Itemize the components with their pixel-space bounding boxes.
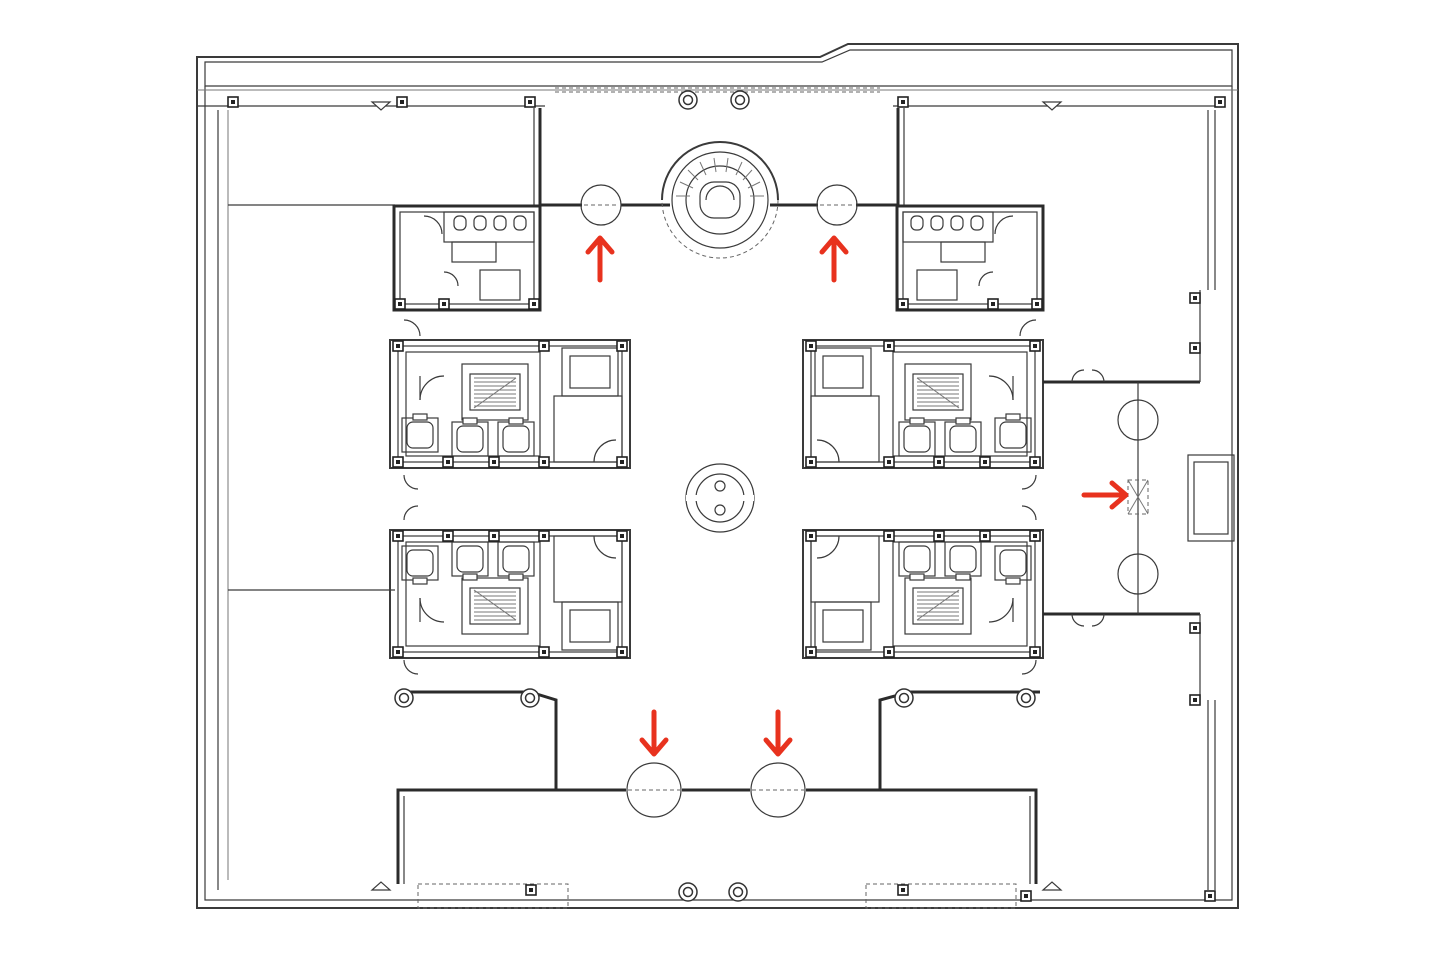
entrance-arrow-south-west (639, 709, 669, 757)
entrance-arrows (585, 235, 1129, 757)
entrance-arrow-east (1081, 480, 1129, 510)
central-round-column (685, 463, 755, 533)
entrance-arrow-north-east (819, 235, 849, 283)
spiral-stair (661, 141, 779, 259)
core-south-west (390, 530, 630, 658)
restroom-block-west (394, 206, 540, 310)
revolving-door-south-west (626, 762, 682, 818)
entrance-arrow-south-east (763, 709, 793, 757)
core-north-west (390, 340, 630, 468)
north-lobby-wall (533, 108, 905, 207)
core-south-east (803, 530, 1043, 658)
east-vestibule (1043, 290, 1235, 706)
entrance-arrow-north-west (585, 235, 615, 283)
restroom-block-east (897, 206, 1043, 310)
revolving-door-north-west (580, 184, 622, 226)
revolving-door-north-east (816, 184, 858, 226)
revolving-door-south-east (750, 762, 806, 818)
core-door-swings (403, 319, 1037, 675)
south-lobby-wall (370, 688, 1216, 909)
outer-building-wall (196, 43, 1239, 909)
core-north-east (803, 340, 1043, 468)
